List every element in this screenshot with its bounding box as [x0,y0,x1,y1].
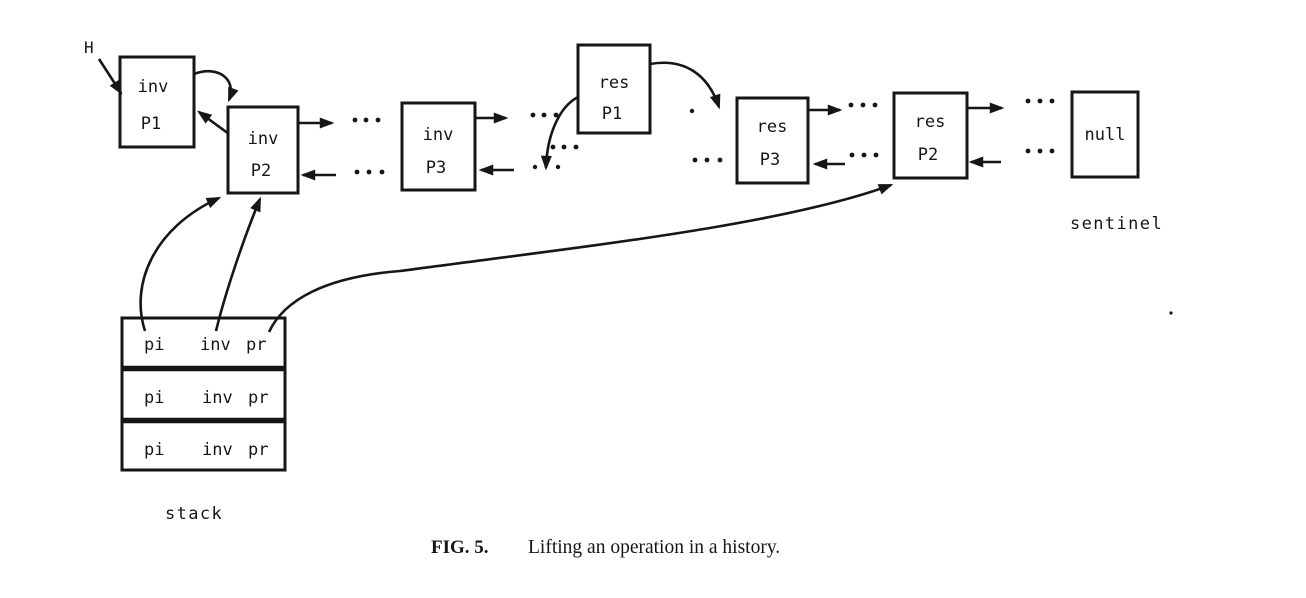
dot [530,112,536,118]
node-res-p3: res P3 [735,96,810,185]
dot [573,144,579,150]
node-line1: res [915,112,946,132]
arrow-head-to-invp1 [97,58,123,96]
arrow-stack-inv-to-invp2 [214,196,262,332]
stack-cell-inv: inv [202,388,233,408]
dot [550,144,556,150]
dot [704,157,710,163]
node-null-sentinel: null [1070,90,1140,179]
stack-row: pi inv pr [144,335,266,355]
dot [561,144,567,150]
arrow-invp2-prev [197,110,230,136]
scan-speck [1169,311,1173,315]
node-box [226,105,300,195]
dot [1037,98,1043,104]
node-line2: P3 [760,150,780,170]
dot [717,157,723,163]
dot [689,108,695,114]
dot [1049,98,1055,104]
ellipsis-icon [848,102,878,108]
dot [532,164,538,170]
dot [366,169,372,175]
stack-row: pi inv pr [144,388,268,408]
node-inv-p1: inv P1 [118,55,196,149]
dot [352,117,358,123]
node-line2: P1 [141,114,161,134]
dot [363,117,369,123]
dot [354,169,360,175]
node-line1: res [757,117,788,137]
node-line1: inv [138,77,169,97]
caption-text: Lifting an operation in a history. [528,537,780,558]
dot [848,102,854,108]
node-line1: inv [423,125,454,145]
arrow-stack-pr-to-resp2 [267,183,894,333]
node-inv-p2: inv P2 [226,105,300,195]
dot [379,169,385,175]
caption-number: FIG. 5. [431,537,489,558]
dot [873,152,879,158]
node-line2: P2 [918,145,938,165]
stack-cell-inv: inv [200,335,231,355]
node-line1: inv [248,129,279,149]
stack-cell-pi: pi [144,335,164,355]
ellipsis-icon [1025,148,1055,154]
node-line1: null [1085,125,1126,145]
dot [1049,148,1055,154]
node-inv-p3: inv P3 [400,101,477,192]
node-box [892,91,969,180]
node-line1: res [599,73,630,93]
node-box [735,96,810,185]
ellipsis-icon [1025,98,1055,104]
dot [849,152,855,158]
history-head-label: H [84,38,94,57]
dot [375,117,381,123]
node-line2: P3 [426,158,446,178]
stack-cell-pr: pr [248,388,268,408]
node-box [118,55,196,149]
node-box [1070,90,1140,179]
dot [860,102,866,108]
dot [861,152,867,158]
ellipsis-icon [550,144,579,150]
node-line2: P1 [602,104,622,124]
ellipsis-icon [352,117,381,123]
arrow-invp1-next [193,69,239,103]
dot [1025,148,1031,154]
node-box [400,101,477,192]
stack-cell-inv: inv [202,440,233,460]
stack-cell-pi: pi [144,440,164,460]
ellipsis-icon [354,169,385,175]
stack-table: pi inv pr pi inv pr pi inv pr [120,316,287,472]
stack-outline [120,316,287,472]
arrow-stack-pi-to-invp2 [139,196,222,332]
ellipsis-icon [849,152,879,158]
stack-row: pi inv pr [144,440,268,460]
arrow-resp1-down [540,95,579,171]
node-res-p1: res P1 [576,43,652,135]
arrow-resp1-next [649,61,721,110]
sentinel-label: sentinel [1070,214,1163,234]
node-box [576,43,652,135]
dot [692,157,698,163]
stack-cell-pr: pr [246,335,266,355]
dot [541,112,547,118]
stack-cell-pi: pi [144,388,164,408]
dot [553,112,559,118]
stack-label: stack [165,504,223,524]
ellipsis-icon [530,112,559,118]
ellipsis-icon [692,157,723,163]
dot [1025,98,1031,104]
ellipsis-icon [532,164,561,170]
dot [555,164,561,170]
dot [872,102,878,108]
dot [1037,148,1043,154]
stack-cell-pr: pr [248,440,268,460]
figure-caption: FIG. 5. Lifting an operation in a histor… [431,537,780,558]
node-res-p2: res P2 [892,91,969,180]
node-line2: P2 [251,161,271,181]
